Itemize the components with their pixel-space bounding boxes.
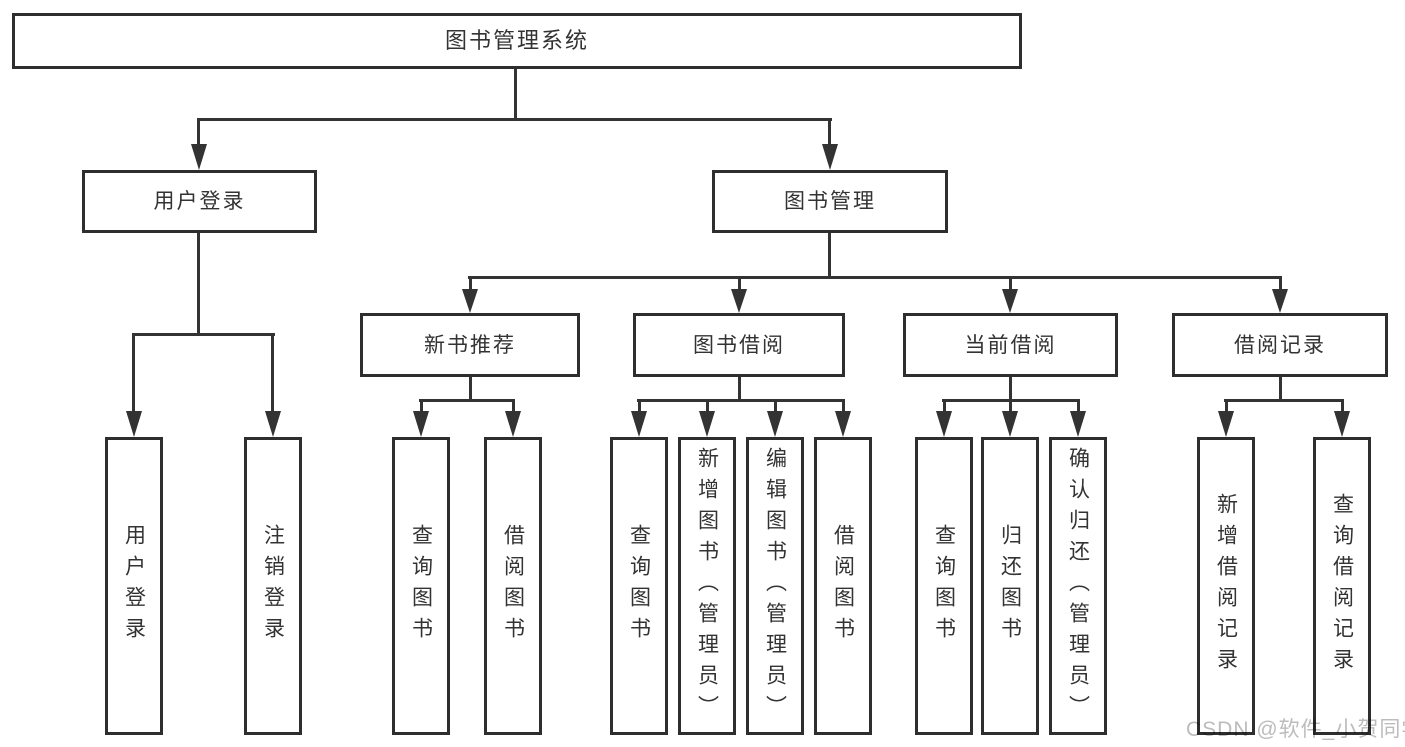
arrow-down-icon	[462, 289, 478, 313]
node-leaf-bb-query-books-label: 查询图书	[627, 524, 651, 648]
arrow-down-icon	[731, 289, 747, 313]
connector-drop-leaf	[638, 401, 641, 413]
connector-borrow-rec-bus	[1224, 399, 1344, 402]
node-leaf-logout-label: 注销登录	[261, 524, 285, 648]
arrow-down-icon	[1272, 289, 1288, 313]
arrow-down-icon	[191, 144, 207, 170]
node-leaf-rec-query-books-label: 查询图书	[409, 524, 433, 648]
connector-drop-leaf	[132, 335, 135, 411]
node-new-book-recommend-label: 新书推荐	[424, 333, 516, 357]
connector-user-login-bus	[132, 333, 275, 336]
connector-drop-leaf	[842, 401, 845, 413]
node-leaf-bb-edit-books-admin-label: 编辑图书（管理员）	[763, 446, 787, 726]
node-leaf-bb-borrow-books: 借阅图书	[814, 437, 872, 735]
arrow-down-icon	[126, 411, 142, 437]
arrow-down-icon	[265, 411, 281, 437]
arrow-down-icon	[505, 411, 521, 437]
arrow-down-icon	[835, 411, 851, 437]
node-leaf-bb-add-books-admin: 新增图书（管理员）	[678, 437, 736, 735]
node-leaf-cb-confirm-return-admin: 确认归还（管理员）	[1049, 437, 1107, 735]
connector-book-borrow-bus	[637, 399, 845, 402]
node-leaf-bb-edit-books-admin: 编辑图书（管理员）	[746, 437, 804, 735]
node-leaf-rec-borrow-books: 借阅图书	[484, 437, 542, 735]
arrow-down-icon	[1002, 411, 1018, 437]
node-leaf-cb-query-books: 查询图书	[915, 437, 973, 735]
arrow-down-icon	[1218, 411, 1234, 437]
node-user-login-label: 用户登录	[153, 190, 246, 213]
connector-drop-leaf	[1077, 401, 1080, 413]
node-book-borrowing-label: 图书借阅	[693, 333, 785, 357]
arrow-down-icon	[631, 411, 647, 437]
arrow-down-icon	[1334, 411, 1350, 437]
arrow-down-icon	[699, 411, 715, 437]
node-current-borrowing: 当前借阅	[903, 313, 1118, 377]
node-leaf-br-add-record: 新增借阅记录	[1197, 437, 1255, 735]
connector-drop-leaf	[706, 401, 709, 413]
connector-root-stem	[514, 69, 517, 120]
connector-drop-leaf	[420, 401, 423, 413]
connector-drop-book-management	[828, 120, 831, 146]
node-book-borrowing: 图书借阅	[633, 313, 845, 377]
node-leaf-rec-borrow-books-label: 借阅图书	[501, 524, 525, 648]
connector-drop-leaf	[1009, 401, 1012, 413]
node-root: 图书管理系统	[12, 13, 1022, 69]
connector-cur-borrow-stem	[1009, 377, 1012, 401]
connector-user-login-stem	[197, 233, 200, 335]
arrow-down-icon	[1070, 411, 1086, 437]
node-leaf-bb-query-books: 查询图书	[610, 437, 668, 735]
connector-drop-leaf	[774, 401, 777, 413]
connector-drop-leaf	[512, 401, 515, 413]
node-leaf-rec-query-books: 查询图书	[392, 437, 450, 735]
connector-drop-module	[469, 278, 472, 291]
connector-drop-leaf	[943, 401, 946, 413]
node-leaf-user-login: 用户登录	[105, 437, 163, 735]
arrow-down-icon	[413, 411, 429, 437]
connector-cur-borrow-bus	[942, 399, 1080, 402]
connector-new-rec-bus	[419, 399, 515, 402]
node-user-login: 用户登录	[82, 170, 317, 233]
node-borrow-records: 借阅记录	[1172, 313, 1388, 377]
connector-drop-leaf	[1225, 401, 1228, 413]
node-current-borrowing-label: 当前借阅	[964, 333, 1057, 357]
node-leaf-br-query-record: 查询借阅记录	[1313, 437, 1371, 735]
connector-book-mgmt-stem	[828, 233, 831, 278]
node-new-book-recommend: 新书推荐	[360, 313, 580, 377]
connector-new-rec-stem	[469, 377, 472, 401]
connector-drop-user-login	[197, 120, 200, 146]
csdn-watermark: CSDN @软件_小贺同学	[1186, 718, 1405, 741]
node-leaf-cb-return-books: 归还图书	[981, 437, 1039, 735]
arrow-down-icon	[936, 411, 952, 437]
node-leaf-cb-return-books-label: 归还图书	[998, 524, 1022, 648]
connector-drop-module	[738, 278, 741, 291]
node-leaf-bb-borrow-books-label: 借阅图书	[831, 524, 855, 648]
arrow-down-icon	[822, 144, 838, 170]
node-leaf-user-login-label: 用户登录	[122, 524, 146, 648]
connector-book-mgmt-bus	[468, 276, 1282, 279]
connector-drop-module	[1009, 278, 1012, 291]
node-leaf-cb-confirm-return-admin-label: 确认归还（管理员）	[1066, 446, 1090, 726]
node-leaf-bb-add-books-admin-label: 新增图书（管理员）	[695, 446, 719, 726]
connector-drop-leaf	[271, 335, 274, 411]
connector-drop-leaf	[1341, 401, 1344, 413]
node-book-management: 图书管理	[712, 170, 948, 233]
arrow-down-icon	[767, 411, 783, 437]
connector-borrow-rec-stem	[1279, 377, 1282, 401]
arrow-down-icon	[1002, 289, 1018, 313]
connector-root-bus	[197, 118, 832, 121]
node-leaf-cb-query-books-label: 查询图书	[932, 524, 956, 648]
node-root-label: 图书管理系统	[444, 28, 589, 53]
node-leaf-br-add-record-label: 新增借阅记录	[1214, 493, 1238, 679]
node-leaf-br-query-record-label: 查询借阅记录	[1330, 493, 1354, 679]
node-leaf-logout: 注销登录	[244, 437, 302, 735]
connector-book-borrow-stem	[738, 377, 741, 401]
connector-drop-module	[1279, 278, 1282, 291]
node-book-management-label: 图书管理	[784, 190, 876, 213]
node-borrow-records-label: 借阅记录	[1234, 333, 1326, 357]
